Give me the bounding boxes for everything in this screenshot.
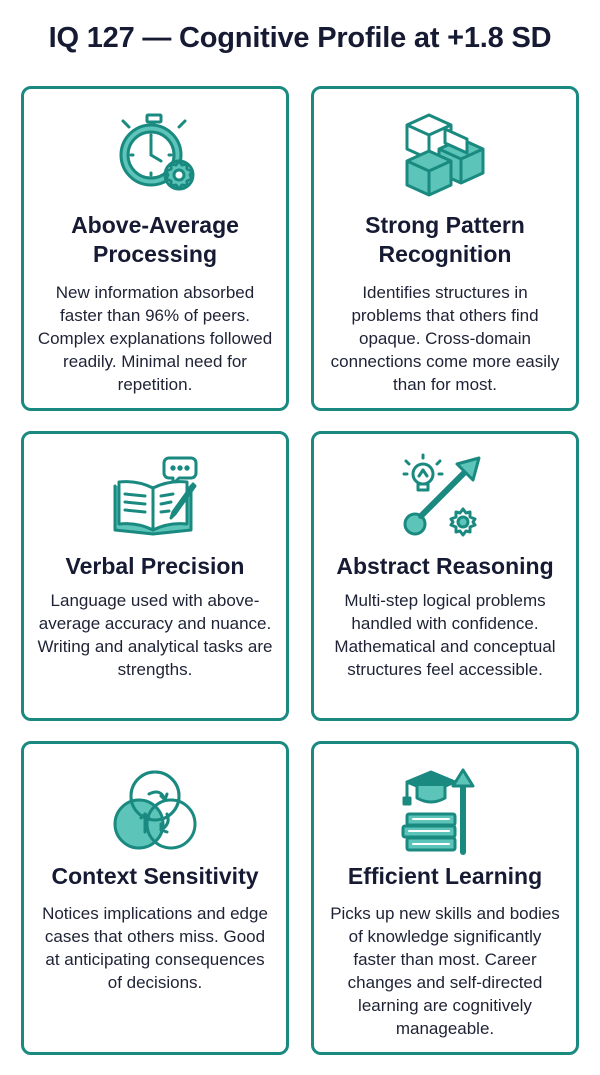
- card-abstract-reasoning: Abstract Reasoning Multi-step logical pr…: [311, 431, 579, 721]
- open-book-pen-icon: [109, 452, 201, 544]
- card-body: Identifies structures in problems that o…: [330, 283, 560, 394]
- card-body: Multi-step logical problems handled with…: [334, 591, 556, 679]
- card-efficient-learning: Efficient Learning Picks up new skills a…: [311, 741, 579, 1055]
- card-heading: Strong Pattern Recognition: [365, 212, 525, 267]
- page-title: IQ 127 — Cognitive Profile at +1.8 SD: [48, 22, 552, 54]
- card-body: New information absorbed faster than 96%…: [37, 283, 273, 394]
- lightbulb-arrow-gear-icon: [399, 452, 491, 544]
- overlapping-circles-icon: [109, 766, 201, 858]
- card-context-sensitivity: Context Sensitivity Notices implications…: [21, 741, 289, 1055]
- card-heading: Above-Average Processing: [71, 212, 239, 267]
- stopwatch-gear-icon: [109, 109, 201, 201]
- card-verbal-precision: Verbal Precision Language used with abov…: [21, 431, 289, 721]
- card-heading: Context Sensitivity: [51, 863, 259, 889]
- card-strong-pattern-recognition: Strong Pattern Recognition Identifies st…: [311, 86, 579, 411]
- card-heading: Efficient Learning: [347, 863, 543, 889]
- card-body: Notices implications and edge cases that…: [42, 904, 268, 992]
- card-above-average-processing: Above-Average Processing New information…: [21, 86, 289, 411]
- graduation-books-arrow-icon: [399, 766, 491, 858]
- hexagon-cubes-icon: [399, 109, 491, 201]
- card-heading: Abstract Reasoning: [336, 553, 554, 579]
- card-heading: Verbal Precision: [65, 553, 245, 579]
- card-body: Language used with above-average accurac…: [37, 591, 273, 679]
- card-body: Picks up new skills and bodies of knowle…: [330, 904, 560, 1038]
